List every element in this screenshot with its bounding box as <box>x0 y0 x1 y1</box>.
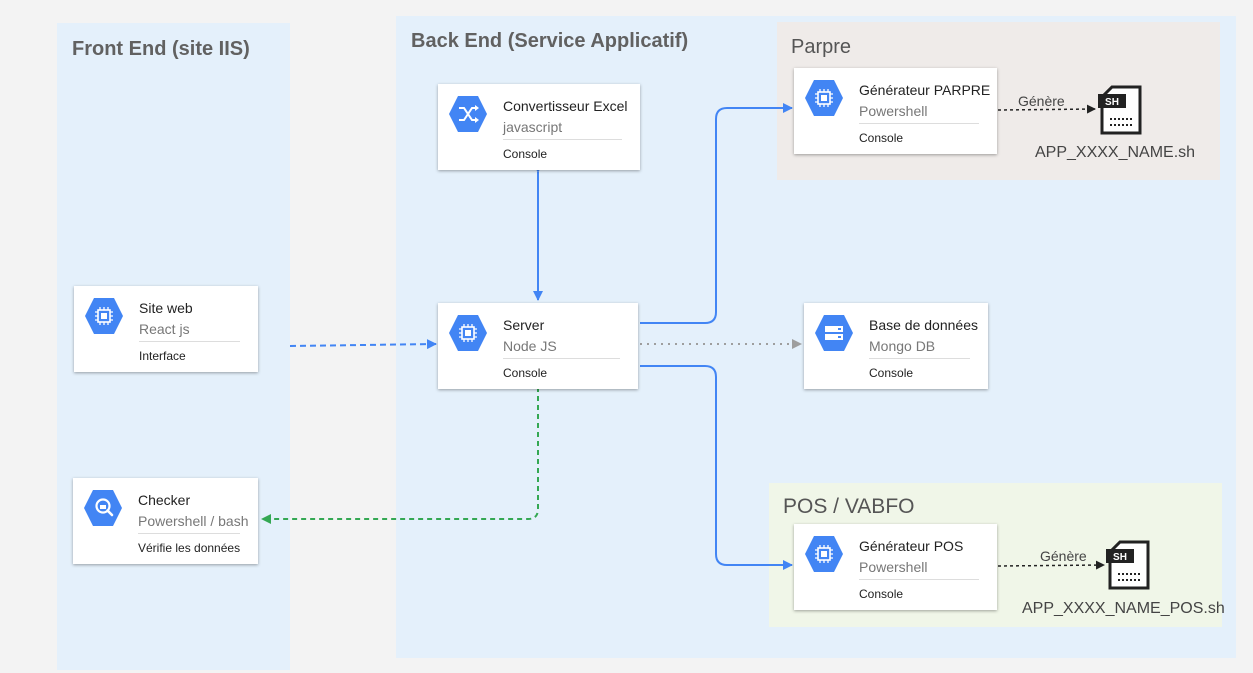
gen-parpre-subtitle: Powershell <box>859 103 928 119</box>
back-end-title: Back End (Service Applicatif) <box>411 30 689 52</box>
convertisseur-title: Convertisseur Excel <box>503 98 628 114</box>
site-web-card[interactable]: Site web React js Interface <box>74 286 258 372</box>
parpre-title: Parpre <box>791 36 852 58</box>
compute-engine-icon <box>805 536 843 572</box>
data-inspection-icon <box>84 490 122 526</box>
gen-pos-footer: Console <box>859 587 904 601</box>
divider <box>503 139 622 140</box>
checker-footer: Vérifie les données <box>138 541 241 555</box>
checker-title: Checker <box>138 492 191 508</box>
parpre-filename: APP_XXXX_NAME.sh <box>1035 144 1196 161</box>
shuffle-icon <box>449 96 487 132</box>
server-title: Server <box>503 317 545 333</box>
sh-badge: SH <box>1105 97 1119 108</box>
generateur-parpre-card[interactable]: Générateur PARPRE Powershell Console <box>794 68 997 154</box>
divider <box>859 579 979 580</box>
server-subtitle: Node JS <box>503 338 557 354</box>
base-footer: Console <box>869 366 914 380</box>
pos-title: POS / VABFO <box>783 495 915 518</box>
gen-parpre-footer: Console <box>859 131 904 145</box>
generateur-pos-card[interactable]: Générateur POS Powershell Console <box>794 524 997 610</box>
compute-engine-icon <box>85 298 123 334</box>
gen-pos-subtitle: Powershell <box>859 559 928 575</box>
compute-engine-icon <box>449 315 487 351</box>
server-footer: Console <box>503 366 548 380</box>
front-end-title: Front End (site IIS) <box>72 38 250 60</box>
site-web-footer: Interface <box>139 349 186 363</box>
site-web-title: Site web <box>139 300 193 316</box>
compute-engine-icon <box>805 80 843 116</box>
divider <box>859 123 979 124</box>
sh-file-icon: SH <box>1098 85 1142 135</box>
divider <box>869 358 970 359</box>
sh-file-icon: SH <box>1106 540 1150 590</box>
convertisseur-footer: Console <box>503 147 548 161</box>
base-de-donnees-card[interactable]: Base de données Mongo DB Console <box>804 303 988 389</box>
base-subtitle: Mongo DB <box>869 338 936 354</box>
pos-filename: APP_XXXX_NAME_POS.sh <box>1022 600 1225 617</box>
checker-card[interactable]: Checker Powershell / bash Vérifie les do… <box>73 478 258 564</box>
database-icon <box>815 315 853 351</box>
divider <box>138 533 240 534</box>
base-title: Base de données <box>869 317 978 333</box>
server-card[interactable]: Server Node JS Console <box>438 303 638 389</box>
checker-subtitle: Powershell / bash <box>138 513 249 529</box>
divider <box>139 341 240 342</box>
genere-parpre-label: Génère <box>1018 93 1065 109</box>
gen-parpre-title: Générateur PARPRE <box>859 82 991 98</box>
genere-pos-label: Génère <box>1040 548 1087 564</box>
site-web-subtitle: React js <box>139 321 190 337</box>
gen-pos-title: Générateur POS <box>859 538 964 554</box>
convertisseur-subtitle: javascript <box>503 119 563 135</box>
sh-badge: SH <box>1113 552 1127 563</box>
convertisseur-card[interactable]: Convertisseur Excel javascript Console <box>438 84 640 170</box>
divider <box>503 358 620 359</box>
